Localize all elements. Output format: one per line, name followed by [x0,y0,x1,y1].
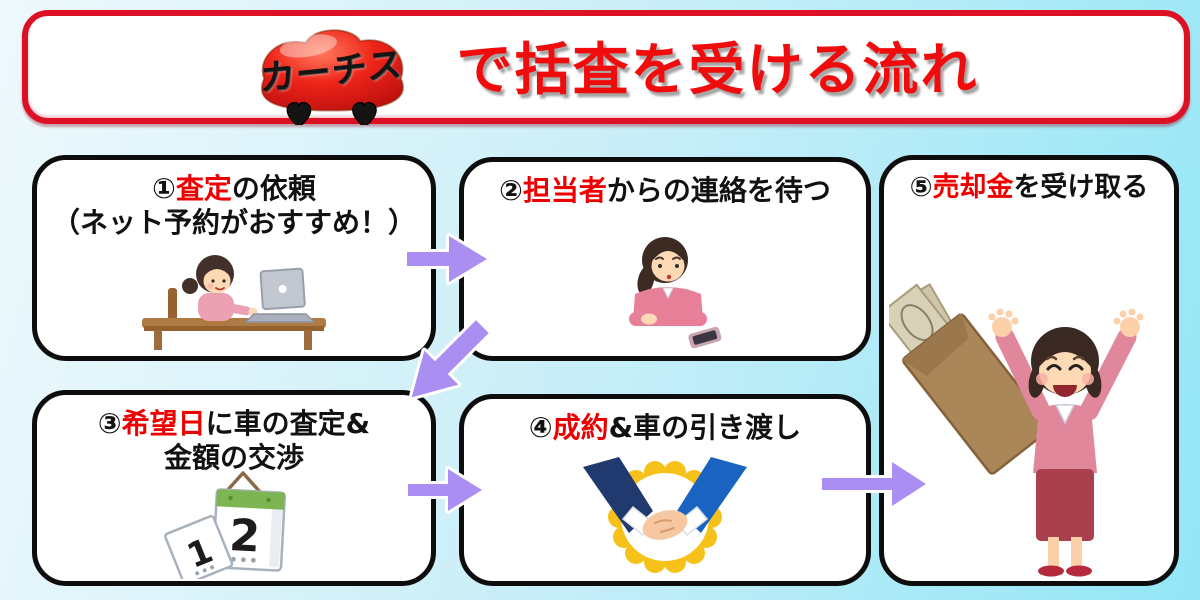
step-5-title: ⑤売却金を受け取る [909,172,1149,203]
step-3-highlight: 希望日 [121,407,206,440]
step-1-title: ①査定の依頼 （ネット予約がおすすめ！） [51,172,416,239]
step-5-highlight: 売却金 [932,172,1014,203]
step-5-box: ⑤売却金を受け取る [879,155,1179,586]
step-2-number: ② [499,174,523,207]
step-3-subtitle: 金額の交渉 [163,440,304,474]
tear-off-calendar-icon: 2 1 [164,471,286,579]
header-banner: カーチス で括査を受ける流れ [22,10,1190,125]
arrow-step3-to-step4-icon [405,466,485,514]
page-title: で括査を受ける流れ [456,37,979,103]
step-2-box: ②担当者からの連絡を待つ [459,157,871,361]
handshake-icon [583,457,747,573]
svg-text:2: 2 [228,510,261,563]
carchs-car-logo-icon: カーチス [234,19,429,125]
red-car-blob-icon [260,29,404,125]
step-1-box: ①査定の依頼 （ネット予約がおすすめ！） [32,155,436,361]
step-3-number: ③ [97,407,122,440]
heart-wheel-left-icon [286,101,311,125]
woman-waiting-phone-icon [629,237,722,349]
arrow-step1-to-step2-icon [404,233,490,285]
step-2-highlight: 担当者 [522,174,607,207]
money-envelope-icon [889,283,1052,475]
step-1-highlight: 査定 [175,172,232,205]
step-2-title: ②担当者からの連絡を待つ [499,174,831,207]
step-3-title: ③希望日に車の査定& 金額の交渉 [97,407,371,474]
step-1-subtitle: （ネット予約がおすすめ！） [51,205,416,239]
step-4-title: ④成約&車の引き渡し [528,411,802,444]
step-4-box: ④成約&車の引き渡し [459,394,871,586]
step-1-number: ① [152,172,176,205]
cash-envelope-happy-woman-icon [889,283,1144,577]
arrow-step2-to-step3-icon [408,317,492,401]
step-5-number: ⑤ [909,172,933,203]
step-4-highlight: 成約 [552,411,609,444]
step-4-number: ④ [528,411,553,444]
step-3-box: ③希望日に車の査定& 金額の交渉 2 1 [32,390,436,586]
woman-at-laptop-icon [142,255,326,350]
arrow-step4-to-step5-icon [819,459,929,509]
left-hand [988,308,1019,337]
heart-wheel-right-icon [351,101,377,125]
right-hand [1113,308,1144,337]
